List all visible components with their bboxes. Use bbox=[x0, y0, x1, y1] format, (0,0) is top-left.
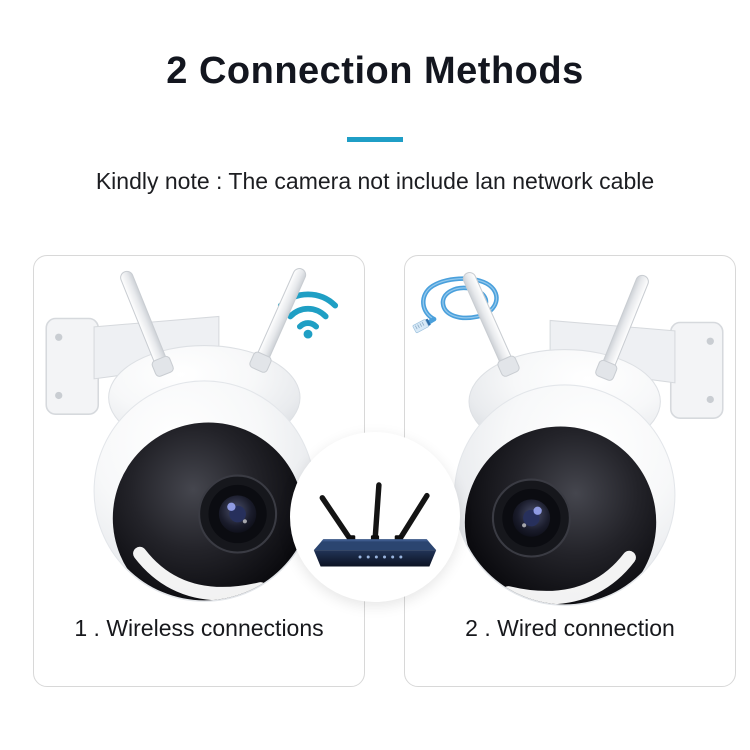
note-text: Kindly note : The camera not include lan… bbox=[95, 168, 655, 194]
title-divider bbox=[347, 137, 403, 142]
wired-connection-card: 2 . Wired connection bbox=[404, 255, 736, 687]
wired-card-label: 2 . Wired connection bbox=[465, 615, 675, 641]
security-camera-image bbox=[417, 262, 729, 616]
router-badge bbox=[290, 432, 460, 602]
page-title: 2 Connection Methods bbox=[166, 50, 584, 92]
wireless-card-label: 1 . Wireless connections bbox=[74, 615, 324, 641]
router-icon bbox=[313, 482, 437, 567]
